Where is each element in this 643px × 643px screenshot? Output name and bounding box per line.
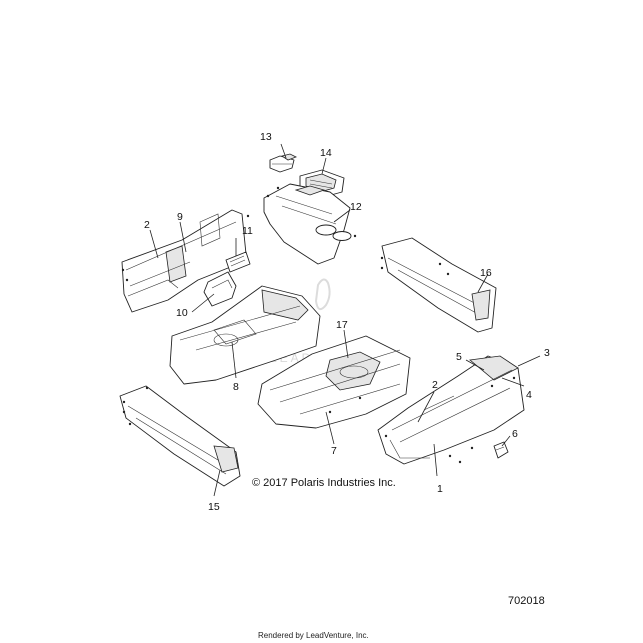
callout-3: 3 <box>544 347 550 359</box>
part-12-center-console[interactable] <box>263 183 352 265</box>
part-15-rocker-left[interactable] <box>119 385 241 487</box>
callout-8: 8 <box>233 381 239 393</box>
copyright-notice: © 2017 Polaris Industries Inc. <box>252 477 396 489</box>
callout-6: 6 <box>512 428 518 440</box>
callout-7: 7 <box>331 445 337 457</box>
callout-5: 5 <box>456 351 462 363</box>
part-1-2-4-rear-bulkhead[interactable] <box>377 355 525 465</box>
callout-2-right: 2 <box>432 379 438 391</box>
callout-14: 14 <box>320 147 332 159</box>
callout-4: 4 <box>526 389 532 401</box>
part-11-decal[interactable] <box>225 251 251 273</box>
diagram-number: 702018 <box>508 595 545 607</box>
part-8-front-floor[interactable] <box>169 285 321 385</box>
callout-labels: 1 2 2 3 4 5 6 7 8 9 10 11 12 13 14 15 16… <box>144 131 550 513</box>
callout-17: 17 <box>336 319 348 331</box>
callout-16: 16 <box>480 267 492 279</box>
callout-12: 12 <box>350 201 362 213</box>
rendered-by: Rendered by LeadVenture, Inc. <box>258 631 369 640</box>
part-6-bracket[interactable] <box>493 441 509 459</box>
callout-2-left: 2 <box>144 219 150 231</box>
part-10-cover-plate[interactable] <box>203 271 237 307</box>
fastener-dots <box>121 186 516 464</box>
callout-13: 13 <box>260 131 272 143</box>
callout-15: 15 <box>208 501 220 513</box>
callout-10: 10 <box>176 307 188 319</box>
callout-1: 1 <box>437 483 443 495</box>
callout-11: 11 <box>242 225 253 237</box>
callout-9: 9 <box>177 211 183 223</box>
leader-lines <box>149 143 541 497</box>
part-13-switch-bracket[interactable] <box>269 153 297 173</box>
part-7-17-main-floor[interactable] <box>257 335 411 429</box>
part-16-rocker-right[interactable] <box>381 237 497 333</box>
